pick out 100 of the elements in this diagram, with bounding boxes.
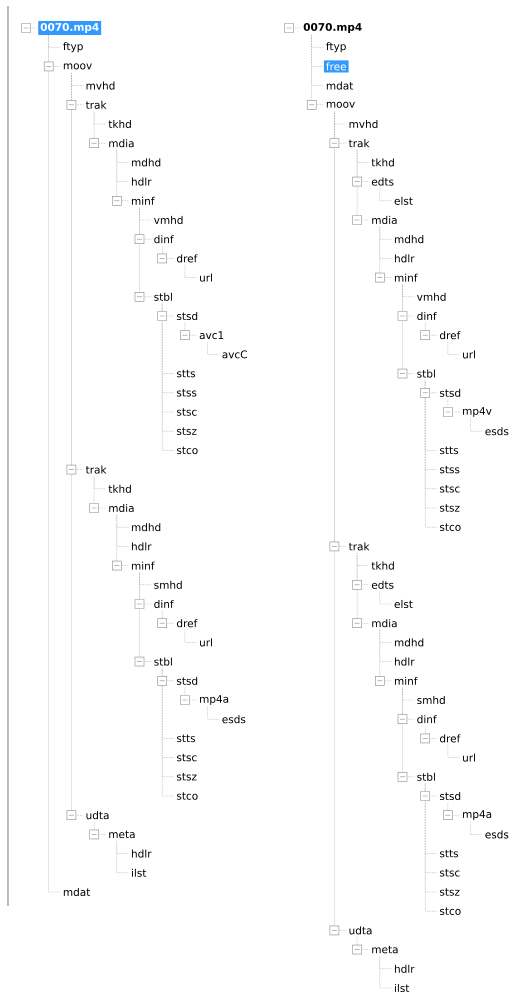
tree-line bbox=[207, 706, 220, 720]
tree-item: mdhd bbox=[132, 523, 160, 532]
tree-item: smhd bbox=[154, 580, 182, 589]
tree-line bbox=[311, 34, 324, 106]
tree-item: minf bbox=[394, 274, 418, 282]
tree-item: hdlr bbox=[394, 254, 415, 262]
tree-line bbox=[470, 822, 483, 835]
tree-item: stss bbox=[440, 466, 460, 474]
tree-line bbox=[356, 150, 370, 220]
tree-item: dinf bbox=[417, 715, 437, 724]
tree-item: hdlr bbox=[132, 850, 152, 858]
tree-line bbox=[380, 956, 392, 988]
tree-item: stsc bbox=[176, 754, 197, 762]
tree-item: moov bbox=[64, 63, 92, 70]
tree-line bbox=[94, 822, 106, 835]
tree-item: edts bbox=[372, 178, 394, 186]
tree-line bbox=[356, 553, 370, 624]
tree-item: tkhd bbox=[372, 158, 394, 166]
tree-item: avcC bbox=[222, 350, 247, 358]
tree-item: stts bbox=[176, 734, 196, 742]
tree-line bbox=[470, 418, 483, 432]
tree-line bbox=[402, 284, 415, 374]
tree-item: stsz bbox=[176, 427, 196, 435]
tree-line bbox=[94, 476, 106, 508]
tree-line bbox=[448, 802, 460, 816]
tree-item: stsd bbox=[440, 792, 460, 800]
tree-item: trak bbox=[86, 466, 106, 474]
tree-item-selected: free bbox=[324, 60, 349, 72]
tree-item: stco bbox=[440, 907, 461, 915]
tree-item: stsc bbox=[440, 485, 460, 493]
tree-item: mdia bbox=[372, 619, 397, 628]
tree-line bbox=[162, 246, 174, 259]
tree-item: dinf bbox=[154, 600, 174, 608]
tree-line bbox=[380, 226, 392, 278]
tree-line bbox=[184, 265, 198, 278]
tree-item: mvhd bbox=[86, 82, 114, 90]
tree-item: stco bbox=[440, 523, 461, 531]
tree-item: vmhd bbox=[417, 292, 446, 301]
tree-item: stss bbox=[176, 389, 196, 397]
tree-item: stsc bbox=[440, 869, 460, 877]
tree-item-selected: 0070.mp4 bbox=[38, 21, 102, 35]
tree-item: meta bbox=[109, 830, 135, 838]
tree-item: udta bbox=[86, 811, 109, 820]
tree-item: stts bbox=[440, 446, 458, 454]
tree-item: hdlr bbox=[394, 964, 415, 973]
tree-item: dinf bbox=[154, 235, 174, 244]
tree-line bbox=[184, 322, 198, 336]
tree-item: meta bbox=[372, 946, 398, 954]
tree-item: vmhd bbox=[154, 216, 182, 224]
tree-item: ftyp bbox=[63, 42, 83, 52]
tree-line bbox=[380, 630, 392, 682]
tree-item: smhd bbox=[417, 696, 445, 704]
tree-line bbox=[139, 207, 152, 298]
tree-item: hdlr bbox=[132, 178, 152, 186]
tree-item: mvhd bbox=[350, 120, 378, 128]
tree-item: mdia bbox=[109, 504, 134, 512]
tree-item: mp4a bbox=[200, 695, 228, 705]
tree-line bbox=[424, 726, 438, 739]
tree-item: tkhd bbox=[108, 484, 131, 493]
tree-item: stsd bbox=[440, 388, 460, 397]
tree-item: trak bbox=[348, 139, 370, 148]
tree-item: stts bbox=[440, 850, 458, 858]
tree-line bbox=[139, 572, 152, 662]
tree-line bbox=[116, 514, 130, 566]
tree-item: url bbox=[200, 274, 212, 282]
tree-line bbox=[94, 112, 106, 144]
tree-item: tkhd bbox=[108, 120, 131, 128]
tree-line bbox=[424, 322, 438, 336]
tree-item: stbl bbox=[417, 370, 435, 378]
tree-item: trak bbox=[348, 542, 370, 550]
tree-item: ilst bbox=[132, 868, 146, 877]
tree-item: mdhd bbox=[394, 638, 424, 646]
tree-item: stco bbox=[176, 792, 198, 800]
tree-item: dinf bbox=[417, 312, 437, 320]
tree-line bbox=[334, 112, 347, 931]
tree-item: url bbox=[200, 638, 212, 646]
tree-item: 0070.mp4 bbox=[304, 23, 362, 33]
tree-item: tkhd bbox=[372, 562, 394, 570]
tree-item: dref bbox=[440, 331, 460, 340]
tree-item: mp4a bbox=[463, 810, 492, 820]
tree-item: minf bbox=[394, 676, 418, 685]
tree-item: ftyp bbox=[326, 42, 346, 52]
tree-line bbox=[448, 400, 460, 412]
tree-item: esds bbox=[222, 715, 246, 724]
tree-item: stsz bbox=[440, 888, 460, 896]
tree-item: dref bbox=[176, 619, 198, 628]
tree-line bbox=[402, 688, 415, 778]
tree-item: minf bbox=[132, 196, 155, 205]
tree-item: url bbox=[463, 350, 475, 358]
tree-item: trak bbox=[86, 100, 106, 109]
tree-item: stts bbox=[176, 370, 196, 378]
tree-line bbox=[184, 688, 198, 700]
tree-item: dref bbox=[440, 734, 460, 742]
tree-line bbox=[380, 592, 392, 604]
tree-item: esds bbox=[485, 830, 508, 838]
tree-line bbox=[207, 342, 220, 355]
tree-item: mdia bbox=[109, 139, 134, 148]
tree-item: mdhd bbox=[132, 158, 160, 166]
tree-item: url bbox=[463, 754, 475, 762]
tree-item: mdat bbox=[326, 82, 354, 90]
